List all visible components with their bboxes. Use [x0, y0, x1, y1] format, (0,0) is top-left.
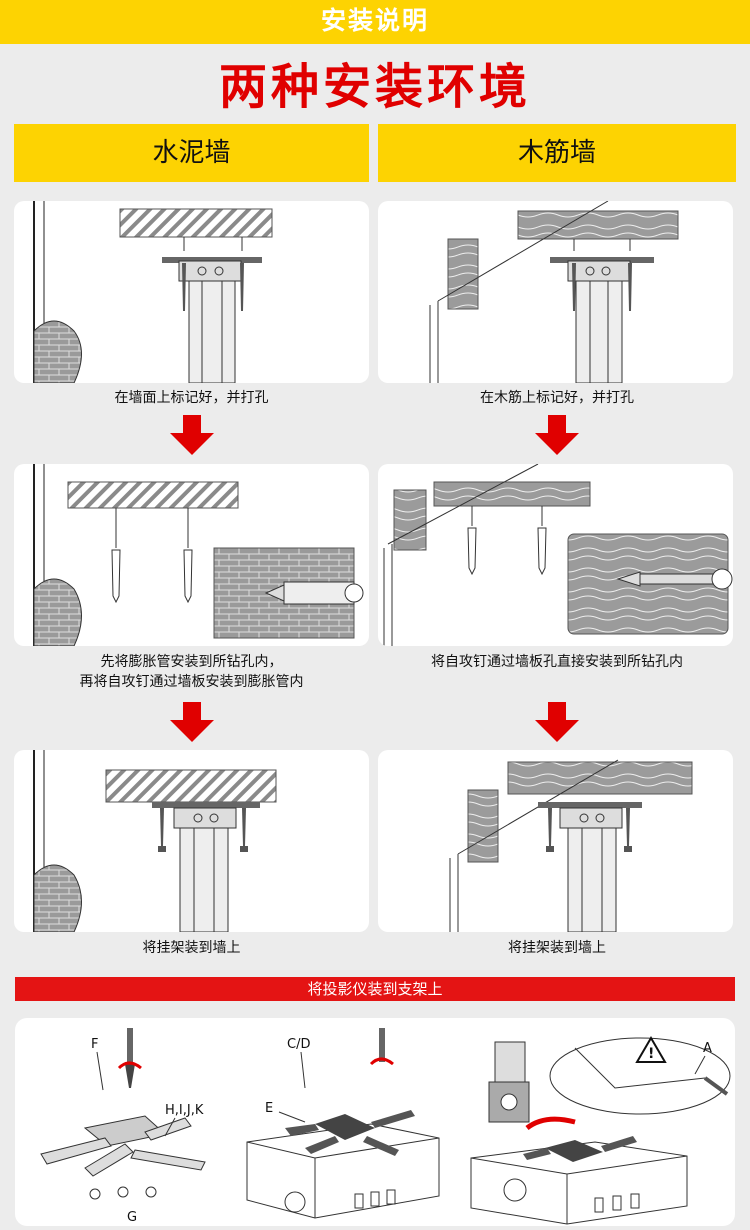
column-header-wood: 木筋墙 [378, 124, 736, 182]
down-arrow-icon [170, 702, 214, 742]
column-header-concrete: 水泥墙 [14, 124, 369, 182]
step-image-wood-3 [378, 750, 733, 932]
part-label-hijk: H,I,J,K [165, 1103, 204, 1118]
down-arrow-icon [535, 415, 579, 455]
page-title: 两种安装环境 [218, 59, 531, 115]
part-label-g: G [127, 1210, 137, 1225]
page-header: 安装说明 [0, 0, 750, 44]
projector-mount-diagram: F H,I,J,K G C/D E [15, 1018, 735, 1226]
section-title-bar: 将投影仪装到支架上 [15, 977, 735, 1001]
step-caption-wood-3: 将挂架装到墙上 [508, 940, 606, 956]
part-label-cd: C/D [287, 1037, 310, 1052]
step-image-concrete-1 [14, 201, 369, 383]
step-caption-wood-2: 将自攻钉通过墙板孔直接安装到所钻孔内 [431, 654, 683, 670]
step-caption-concrete-1: 在墙面上标记好，并打孔 [114, 390, 269, 406]
step-image-wood-1 [378, 201, 733, 383]
down-arrow-icon [535, 702, 579, 742]
step-image-concrete-3 [14, 750, 369, 932]
step-caption-wood-1: 在木筋上标记好，并打孔 [480, 390, 634, 406]
svg-text:!: ! [648, 1046, 654, 1062]
step-caption-concrete-2: 先将膨胀管安装到所钻孔内， 再将自攻钉通过墙板安装到膨胀管内 [79, 654, 304, 690]
step-image-wood-2 [378, 464, 733, 646]
down-arrow-icon [170, 415, 214, 455]
part-label-f: F [91, 1037, 98, 1052]
step-image-concrete-2 [14, 464, 369, 646]
step-caption-concrete-3: 将挂架装到墙上 [142, 940, 241, 956]
part-label-e: E [265, 1101, 273, 1116]
part-label-a: A [703, 1041, 712, 1056]
